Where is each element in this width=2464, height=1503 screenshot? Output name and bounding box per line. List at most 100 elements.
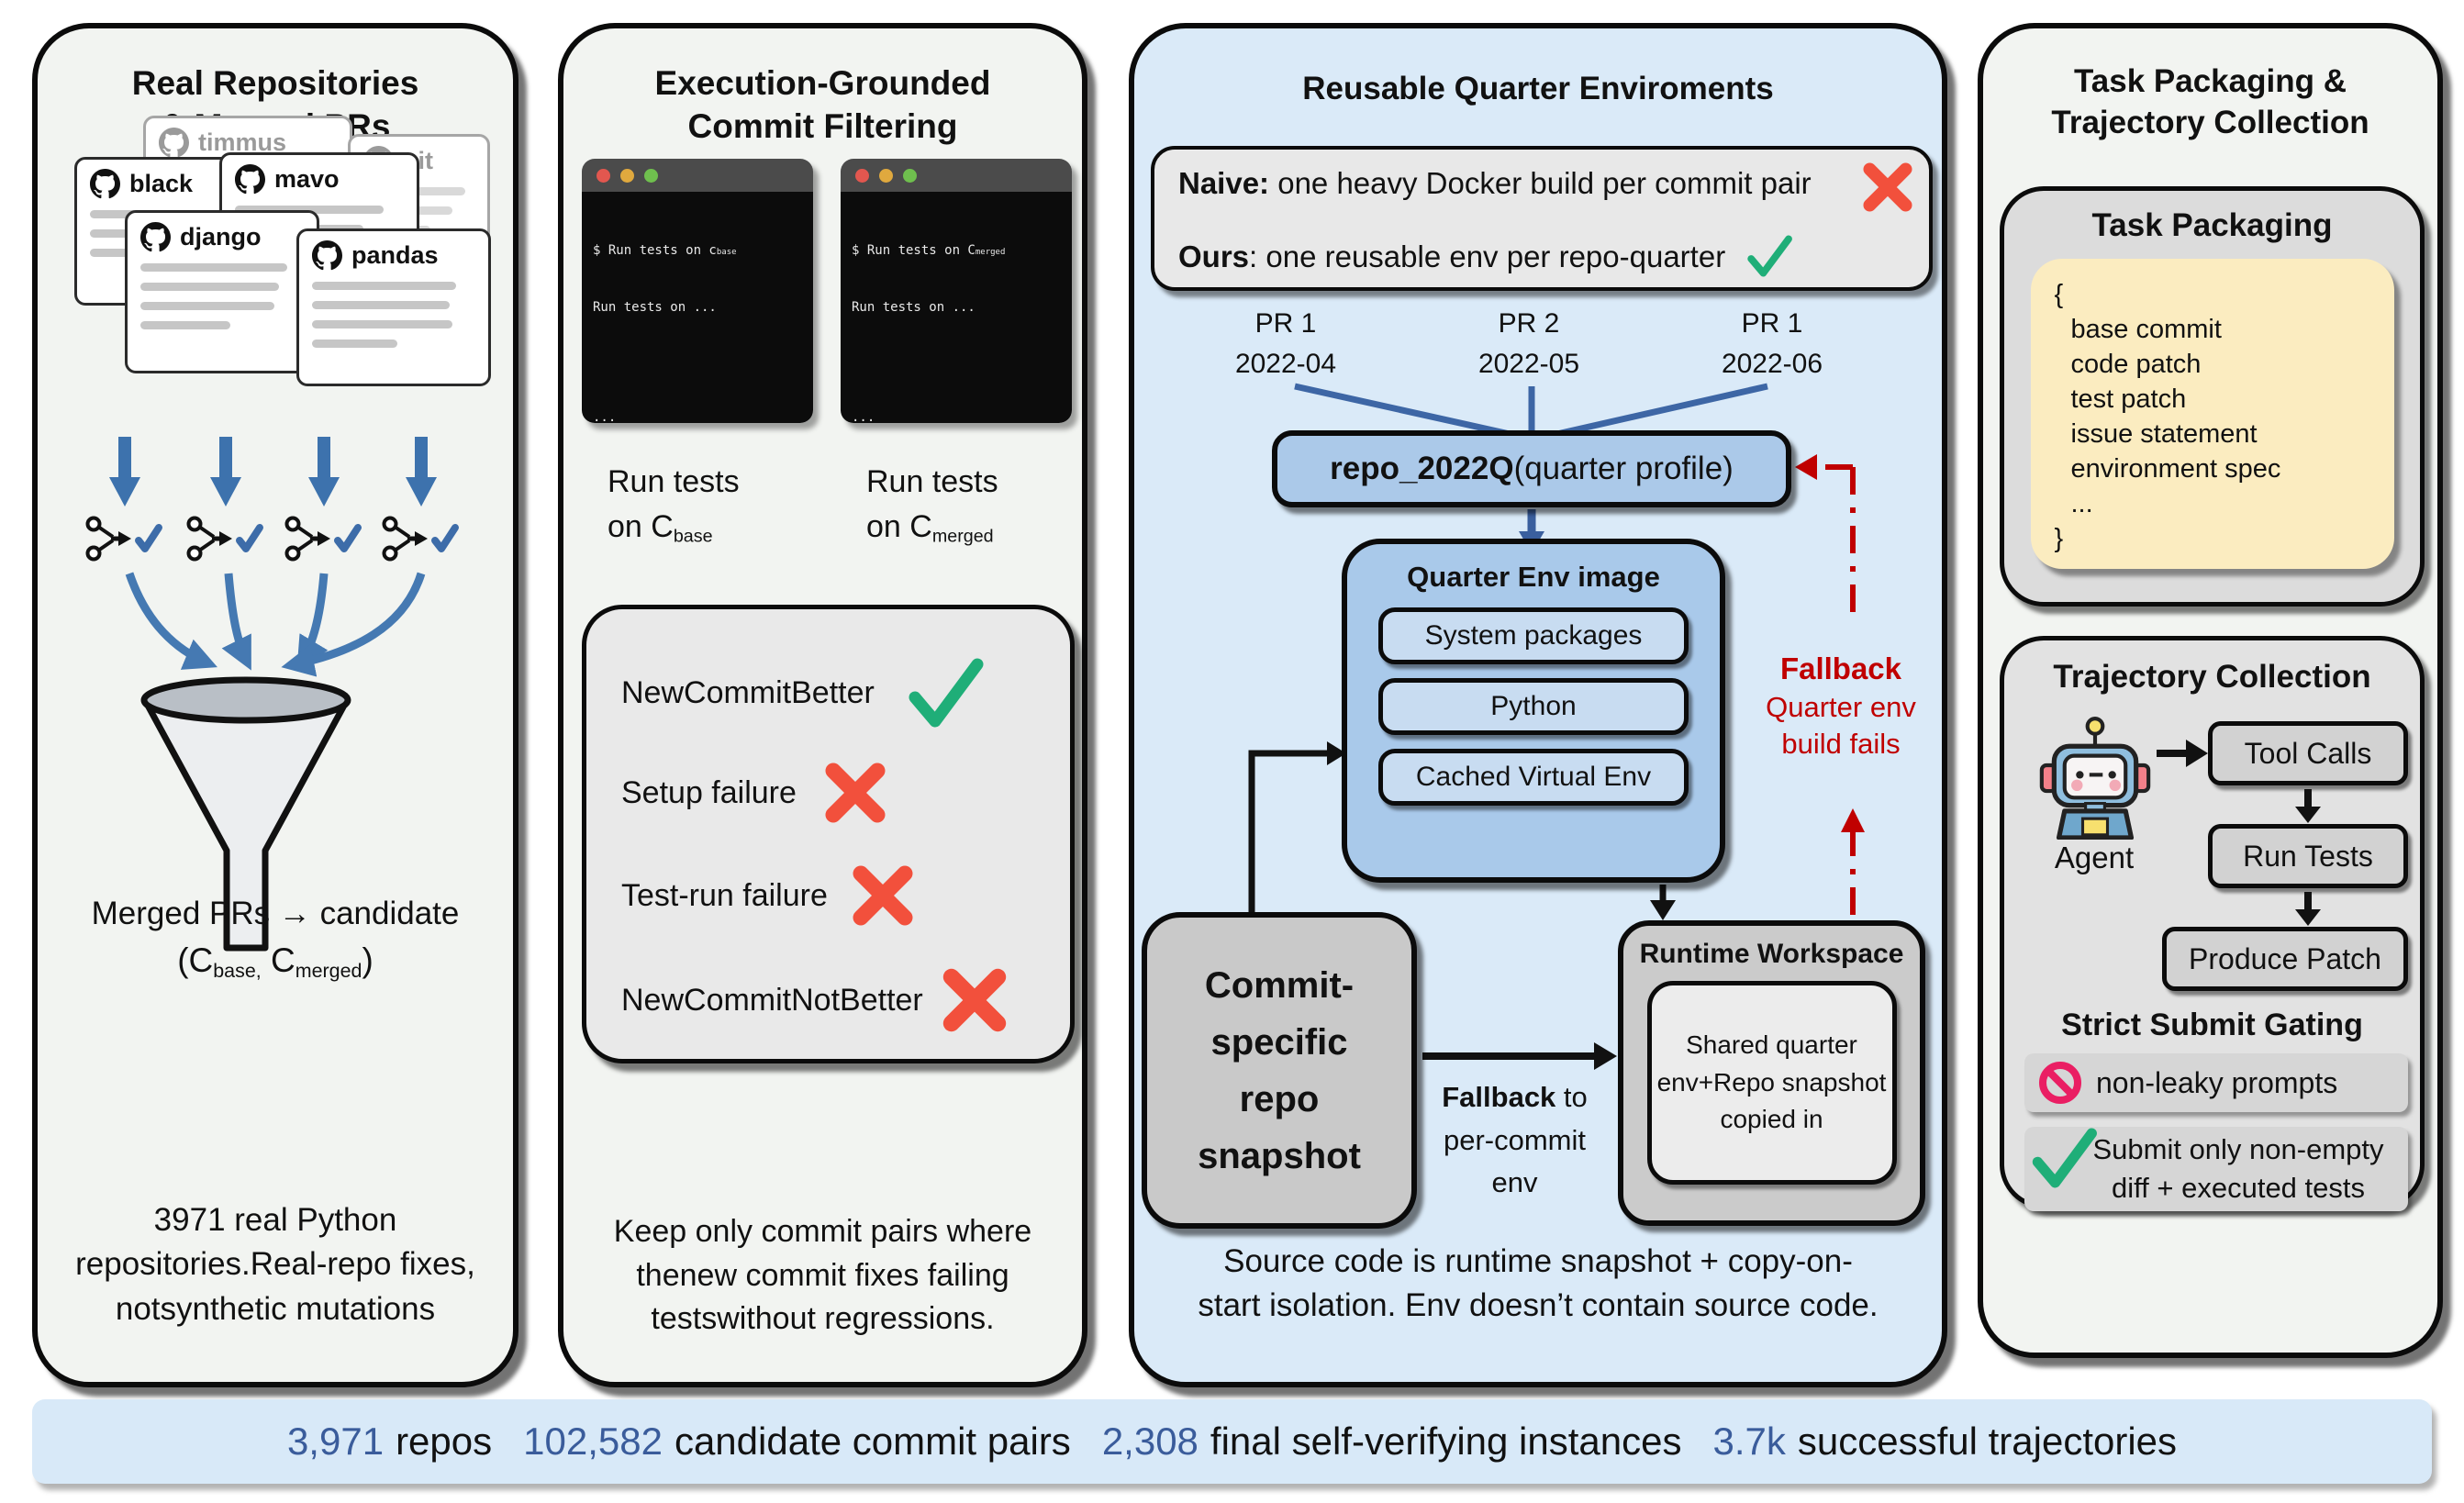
repo-name: timmus (198, 128, 287, 156)
panel2-note-line3: testswithout regressions. (651, 1301, 995, 1337)
pr-label-1: PR 1 2022-04 (1212, 304, 1359, 384)
step-run-tests: Run Tests (2208, 824, 2408, 888)
red-x-icon (1863, 162, 1912, 212)
filter-row-setup-failure: Setup failure (621, 758, 890, 828)
naive-text: one heavy Docker build per commit pair (1269, 166, 1812, 200)
ours-label: Ours (1178, 239, 1250, 273)
stat-repos: 3,971 repos (287, 1420, 492, 1464)
stat-label: final self-verifying instances (1210, 1420, 1682, 1463)
terminal-line: $ Run tests on Cmerged (852, 243, 1006, 258)
prohibition-icon (2039, 1062, 2081, 1104)
repo-card-django: django (125, 210, 319, 373)
pr-id: PR 1 (1254, 308, 1317, 339)
panel1-title-line1: Real Repositories (131, 64, 419, 102)
traffic-light-green-icon (903, 168, 917, 183)
text-line-placeholder (312, 340, 397, 348)
formula-sub-base: base, (213, 960, 262, 982)
panel4-title: Task Packaging & Trajectory Collection (1983, 61, 2437, 144)
terminal-line: Run tests on ... (593, 300, 717, 315)
stat-number: 2,308 (1101, 1420, 1199, 1463)
workspace-inner-box: Shared quarter env+Repo snapshot copied … (1646, 981, 1897, 1185)
pr-date: 2022-05 (1477, 348, 1580, 379)
panel3-title: Reusable Quarter Enviroments (1134, 69, 1942, 110)
stat-label: candidate commit pairs (674, 1420, 1071, 1463)
terminal-line: $ Run tests on cbase (593, 243, 737, 258)
pr-id: PR 2 (1498, 308, 1560, 339)
pr-id: PR 1 (1741, 308, 1803, 339)
trajectory-collection-title: Trajectory Collection (2053, 659, 2371, 695)
candidate-formula: (Cbase, Cmerged) (38, 941, 513, 983)
panel3-title-line: Reusable Quarter Enviroments (1302, 71, 1774, 106)
caption-line: on Cmerged (866, 509, 994, 547)
filter-row-testrun-failure: Test-run failure (621, 861, 918, 930)
filter-label: NewCommitBetter (621, 674, 875, 710)
naive-vs-ours-box: Naive: one heavy Docker build per commit… (1151, 146, 1933, 291)
terminal-line: Run tests on ... (852, 300, 976, 315)
workspace-line: copied in (1720, 1105, 1823, 1134)
terminal-titlebar (582, 159, 813, 192)
panel-commit-filtering: Execution-Grounded Commit Filtering $ Ru… (558, 23, 1087, 1387)
spec-line: { (2054, 280, 2064, 309)
repo-name: black (129, 170, 194, 197)
repo-quarter-suffix: (quarter profile) (1513, 451, 1734, 486)
formula-mid: C (261, 941, 295, 979)
repo-name: mavo (274, 165, 340, 193)
pr-label-2: PR 2 2022-05 (1455, 304, 1602, 384)
stat-number: 3,971 (286, 1420, 385, 1463)
gate-submit-only: Submit only non-empty diff + executed te… (2024, 1127, 2408, 1211)
pr-date: 2022-06 (1721, 348, 1823, 379)
step-tool-calls: Tool Calls (2208, 721, 2408, 785)
stat-label: repos (396, 1420, 493, 1463)
merged-prs-caption: Merged PRs → candidate (38, 896, 513, 932)
terminal-blank-line (593, 353, 802, 372)
panel3-note-line2: start isolation. Env doesn’t contain sou… (1198, 1287, 1879, 1324)
gate-non-leaky-prompts: non-leaky prompts (2024, 1053, 2408, 1112)
spec-line: base commit (2070, 315, 2222, 344)
commit-box-line: repo (1239, 1078, 1320, 1119)
fallback-per-commit-label: Fallback to per-commit env (1421, 1076, 1609, 1205)
panel2-title-line2: Commit Filtering (687, 107, 958, 146)
task-packaging-title: Task Packaging (2091, 207, 2333, 243)
panel2-title-line1: Execution-Grounded (654, 64, 991, 102)
quarter-env-title: Quarter Env image (1407, 561, 1660, 593)
runtime-workspace-title: Runtime Workspace (1639, 939, 1904, 969)
commit-box-line: snapshot (1198, 1135, 1361, 1176)
qenv-item-python: Python (1378, 678, 1689, 735)
fallback-line3: build fails (1781, 728, 1901, 761)
green-check-icon (1747, 235, 1793, 277)
github-icon (140, 222, 171, 252)
github-icon (90, 169, 120, 199)
fallback-build-fails-note: Fallback Quarter env build fails (1726, 649, 1956, 763)
panel2-note: Keep only commit pairs where thenew comm… (563, 1210, 1082, 1342)
formula-sub-merged: merged (295, 960, 362, 982)
merged-prs-text: Merged PRs → candidate (91, 896, 460, 931)
panel-real-repositories: Real Repositories & Merged PRs timmus ui… (32, 23, 518, 1387)
traffic-light-yellow-icon (620, 168, 634, 183)
repo-card-header: pandas (312, 240, 475, 271)
naive-row: Naive: one heavy Docker build per commit… (1178, 166, 1812, 201)
filter-row-newcommitnotbetter: NewCommitNotBetter (621, 963, 1011, 1037)
repo-card-header: mavo (235, 164, 404, 195)
task-packaging-box: Task Packaging { base commit code patch … (2000, 186, 2425, 607)
traffic-light-yellow-icon (879, 168, 893, 183)
filter-label: NewCommitNotBetter (621, 982, 923, 1018)
repo-card-header: black (90, 169, 250, 199)
panel1-note-line1: 3971 real Python (153, 1202, 397, 1238)
pr-date: 2022-04 (1234, 348, 1337, 379)
terminal-window-base: $ Run tests on cbase Run tests on ... ..… (582, 159, 813, 423)
text-line-placeholder (235, 206, 384, 214)
fallback-label-line: Fallback to (1442, 1081, 1588, 1113)
caption-line: Run tests (866, 464, 998, 499)
text-line-placeholder (312, 320, 453, 328)
panel1-note: 3971 real Python repositories.Real-repo … (38, 1198, 513, 1331)
spec-line: } (2054, 524, 2064, 553)
commit-snapshot-box: Commit- specific repo snapshot (1142, 912, 1417, 1229)
down-arrows (109, 437, 437, 507)
panel-quarter-environments: Reusable Quarter Enviroments Naive: one … (1129, 23, 1947, 1387)
spec-line: ... (2070, 489, 2093, 518)
panel1-note-line3: notsynthetic mutations (115, 1290, 436, 1327)
spec-line: test patch (2070, 384, 2187, 414)
green-check-icon (2032, 1128, 2097, 1188)
funnel-inflow-arrows (125, 572, 426, 677)
